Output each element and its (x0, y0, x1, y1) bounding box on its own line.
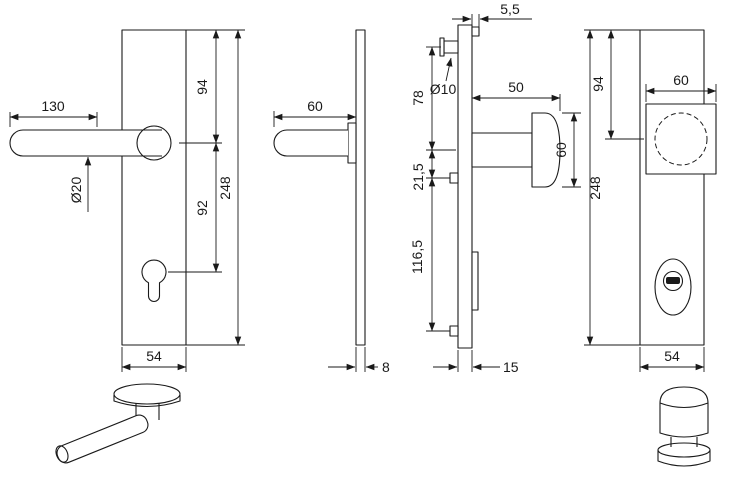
handle-to-cylinder-dim: 92 (194, 200, 210, 216)
knob-projection-dim: 50 (508, 79, 524, 95)
cylinder-core (662, 270, 684, 292)
fixing-pin (443, 40, 459, 54)
dimension-lines (273, 113, 378, 371)
view-inside-plate-front: 130 Ø20 94 92 248 54 (9, 29, 245, 372)
cylinder-cover-slide (471, 251, 479, 311)
view-outside-plate-side: 5,5 Ø10 78 21,5 116,5 50 60 15 (409, 1, 581, 375)
cap-offset-dim: 5,5 (500, 1, 520, 17)
knob-head (659, 386, 709, 438)
lever-handle-side (273, 129, 348, 157)
view-outside-plate-front: 60 94 248 54 (584, 29, 717, 372)
handle-diameter-dim: Ø20 (68, 177, 84, 204)
outside-plate-side-outline (457, 24, 473, 349)
plate-height-dim: 248 (217, 176, 233, 200)
view-inside-plate-side: 60 8 (273, 29, 390, 375)
euro-cylinder-keyhole (141, 259, 167, 302)
lever-3d-view (55, 383, 181, 464)
plate-width-dim: 54 (146, 348, 162, 364)
top-cap (471, 26, 480, 37)
rose-top (113, 383, 181, 405)
knob-base-top (657, 442, 711, 458)
knob-head-rim (659, 402, 709, 409)
top-to-knob-dim: 94 (590, 76, 606, 92)
knob-base-square (645, 103, 717, 175)
top-to-handle-dim: 94 (194, 79, 210, 95)
plate-height-dim: 248 (587, 176, 603, 200)
knob-base-rim (657, 450, 711, 467)
lever-grip (56, 414, 149, 464)
plate-width-dim: 54 (664, 348, 680, 364)
knob-diameter-dim: 60 (553, 142, 569, 158)
knob-head-side (531, 112, 561, 188)
handle-rose (136, 125, 172, 161)
mounting-screw-upper (449, 172, 459, 184)
plate-thickness-dim: 15 (503, 359, 519, 375)
dimension-lines (428, 15, 578, 371)
dimension-lines (586, 29, 717, 371)
mounting-screw-lower (449, 325, 459, 337)
pin-to-knob-dim: 78 (410, 90, 426, 106)
cylinder-escutcheon-oval (654, 258, 692, 316)
handle-rose-side (347, 122, 357, 164)
plate-thickness-dim: 8 (382, 359, 390, 375)
lever-end-face (55, 445, 69, 463)
lever-handle (9, 129, 162, 157)
knob-3d-view (657, 386, 711, 467)
screw-spacing-dim: 116,5 (409, 240, 425, 274)
cylinder-slot (666, 277, 680, 284)
handle-length-dim: 130 (41, 98, 65, 114)
knob-hidden-circle (654, 112, 708, 166)
inside-plate-side-outline (355, 29, 366, 346)
dimension-lines (9, 29, 242, 371)
rose-rim (113, 395, 181, 407)
knob-width-dim: 60 (673, 72, 689, 88)
knob-neck (471, 132, 533, 168)
handle-projection-dim: 60 (307, 98, 323, 114)
pin-diameter-dim: Ø10 (430, 81, 457, 97)
knob-to-screw-dim: 21,5 (410, 163, 426, 190)
